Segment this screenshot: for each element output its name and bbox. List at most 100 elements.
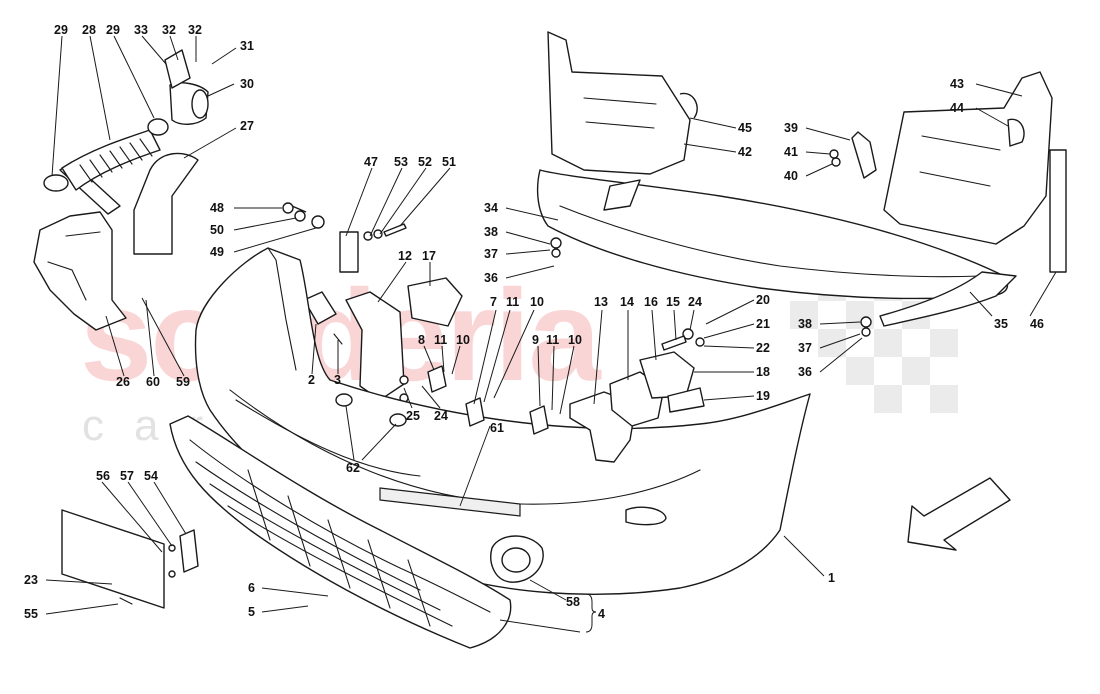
callout: 62 <box>346 461 360 475</box>
callout: 49 <box>210 245 224 259</box>
grommet-44 <box>1007 118 1025 147</box>
callout: 53 <box>394 155 408 169</box>
callout: 9 <box>532 333 539 347</box>
bumper-vent-slot <box>379 487 521 517</box>
callout: 47 <box>364 155 378 169</box>
callout: 7 <box>490 295 497 309</box>
callout: 14 <box>620 295 634 309</box>
callout: 29 <box>106 23 120 37</box>
bracket-19 <box>667 387 705 413</box>
grille-frame <box>169 415 512 649</box>
callout: 38 <box>798 317 812 331</box>
callout: 23 <box>24 573 38 587</box>
callout: 36 <box>798 365 812 379</box>
leader-lines <box>45 35 1057 633</box>
callout: 12 <box>398 249 412 263</box>
callout: 24 <box>688 295 702 309</box>
callout: 20 <box>756 293 770 307</box>
callout: 3 <box>334 373 341 387</box>
callout: 2 <box>308 373 315 387</box>
bracket-39 <box>851 131 877 179</box>
duct-opening <box>191 89 209 119</box>
foam-strip-46 <box>1049 149 1067 273</box>
callout: 51 <box>442 155 456 169</box>
right-brackets <box>427 328 705 463</box>
license-plate <box>61 509 199 609</box>
callout: 61 <box>490 421 504 435</box>
central-brackets <box>303 277 463 403</box>
callout: 27 <box>240 119 254 133</box>
callout: 33 <box>134 23 148 37</box>
callout: 17 <box>422 249 436 263</box>
fog-lamp-opening <box>625 506 667 526</box>
callout: 11 <box>546 333 559 347</box>
plate-panel <box>61 509 165 609</box>
hose-clamp-right <box>147 118 169 136</box>
callout: 31 <box>240 39 254 53</box>
callout: 5 <box>248 605 255 619</box>
callout: 37 <box>798 341 812 355</box>
callout: 29 <box>54 23 68 37</box>
callout: 39 <box>784 121 798 135</box>
callout: 32 <box>162 23 176 37</box>
callout: 41 <box>784 145 798 159</box>
callout: 37 <box>484 247 498 261</box>
callout: 10 <box>456 333 470 347</box>
shield-42 <box>547 31 691 175</box>
bracket-7 <box>465 397 485 427</box>
callout: 13 <box>594 295 608 309</box>
callout: 58 <box>566 595 580 609</box>
callout-labels: 29 28 29 33 32 32 31 30 27 47 53 52 51 4… <box>24 23 1044 621</box>
callout: 60 <box>146 375 160 389</box>
callout: 55 <box>24 607 38 621</box>
callout: 22 <box>756 341 770 355</box>
bracket-8 <box>427 365 447 393</box>
bracket-9 <box>529 405 549 435</box>
callout: 6 <box>248 581 255 595</box>
callout: 38 <box>484 225 498 239</box>
plate-bracket <box>179 529 199 573</box>
bracket-16 <box>639 351 695 399</box>
callout: 50 <box>210 223 224 237</box>
callout: 26 <box>116 375 130 389</box>
callout: 35 <box>994 317 1008 331</box>
callout: 40 <box>784 169 798 183</box>
callout: 24 <box>434 409 448 423</box>
callout: 36 <box>484 271 498 285</box>
front-grille <box>169 415 544 649</box>
mount-plate-47 <box>339 231 359 273</box>
side-strip-35 <box>879 271 1017 327</box>
callout: 46 <box>1030 317 1044 331</box>
callout: 11 <box>434 333 447 347</box>
callout: 16 <box>644 295 658 309</box>
callout: 54 <box>144 469 158 483</box>
callout: 25 <box>406 409 420 423</box>
direction-arrow-icon <box>907 477 1011 551</box>
callout: 18 <box>756 365 770 379</box>
bracket-2 <box>303 291 337 325</box>
callout: 59 <box>176 375 190 389</box>
callout: 56 <box>96 469 110 483</box>
callout: 8 <box>418 333 425 347</box>
undertray-assembly <box>536 31 1067 337</box>
callout: 34 <box>484 201 498 215</box>
callout: 43 <box>950 77 964 91</box>
shield-43 <box>883 71 1053 245</box>
callout: 48 <box>210 201 224 215</box>
callout: 30 <box>240 77 254 91</box>
plug-62a <box>335 393 353 407</box>
callout: 44 <box>950 101 964 115</box>
upper-mounting-bracket <box>282 202 407 273</box>
callout: 42 <box>738 145 752 159</box>
air-intake-assembly <box>33 49 209 331</box>
callout: 57 <box>120 469 134 483</box>
duct-bracket <box>164 49 191 89</box>
callout: 28 <box>82 23 96 37</box>
callout: 19 <box>756 389 770 403</box>
air-intake-box <box>33 211 127 331</box>
callout: 21 <box>756 317 770 331</box>
callout: 10 <box>568 333 582 347</box>
callout: 1 <box>828 571 835 585</box>
bracket-12 <box>345 291 405 401</box>
